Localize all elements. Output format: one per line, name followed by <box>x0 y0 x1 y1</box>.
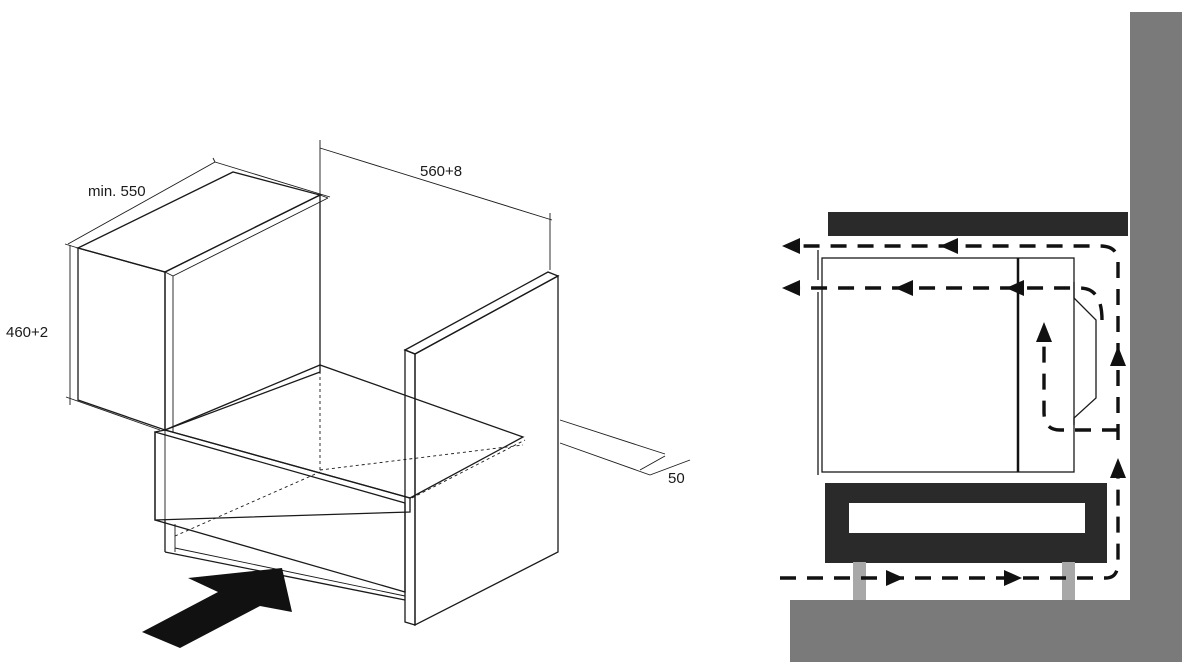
niche-floor <box>163 364 526 499</box>
width-dimension-label: 560+8 <box>420 163 462 180</box>
airflow-paths <box>780 244 1120 580</box>
foot-left <box>853 562 866 600</box>
right-side-panel <box>403 271 560 627</box>
oven-body <box>817 250 1097 475</box>
airflow-section <box>780 12 1182 662</box>
floor-slab <box>790 600 1182 662</box>
left-side-panel <box>76 171 329 432</box>
worktop <box>828 212 1128 236</box>
back-wall <box>1130 12 1182 662</box>
foot-right <box>1062 562 1075 600</box>
cabinet-isometric: min. 550 560+8 460+2 50 <box>6 140 691 648</box>
air-intake-arrow <box>142 568 292 648</box>
front-rail <box>154 429 411 601</box>
height-dimension-label: 460+2 <box>6 324 48 341</box>
dimension-lines <box>64 140 691 476</box>
depth-dimension-label: min. 550 <box>88 183 146 200</box>
rear-gap-dimension-label: 50 <box>668 470 685 487</box>
drawer-unit <box>825 483 1107 563</box>
airflow-arrowheads <box>782 238 1126 586</box>
